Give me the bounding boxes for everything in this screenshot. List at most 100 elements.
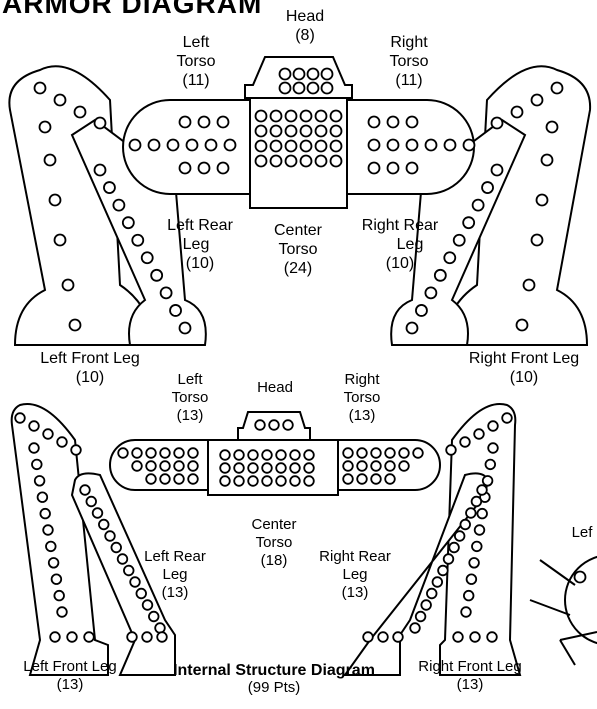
is-pip-right-torso[interactable] — [385, 448, 395, 458]
is-pip-right-torso[interactable] — [371, 448, 381, 458]
is-pip-right-front-leg[interactable] — [470, 632, 480, 642]
is-pip-right-rear-leg[interactable] — [427, 589, 437, 599]
is-pip-left-front-leg[interactable] — [29, 421, 39, 431]
is-pip-right-front-leg[interactable] — [487, 632, 497, 642]
armor-pip-right-torso[interactable] — [426, 140, 437, 151]
armor-pip-right-front-leg[interactable] — [542, 155, 553, 166]
armor-pip-right-torso[interactable] — [407, 140, 418, 151]
is-pip-center-torso[interactable] — [262, 450, 272, 460]
is-pip-left-rear-leg[interactable] — [127, 632, 137, 642]
is-pip-right-torso[interactable] — [413, 448, 423, 458]
is-pip-right-rear-leg[interactable] — [466, 508, 476, 518]
is-pip-left-front-leg[interactable] — [54, 591, 64, 601]
is-pip-left-rear-leg[interactable] — [124, 566, 134, 576]
armor-pip-left-torso[interactable] — [218, 163, 229, 174]
is-pip-left-rear-leg[interactable] — [149, 612, 159, 622]
armor-pip-right-torso[interactable] — [388, 163, 399, 174]
armor-pip-center-torso[interactable] — [301, 111, 312, 122]
is-pip-right-torso[interactable] — [343, 474, 353, 484]
armor-pip-left-torso[interactable] — [218, 117, 229, 128]
armor-pip-right-torso[interactable] — [369, 140, 380, 151]
armor-pip-left-rear-leg[interactable] — [132, 235, 143, 246]
is-pip-left-torso[interactable] — [132, 448, 142, 458]
is-pip-left-torso[interactable] — [174, 474, 184, 484]
is-pip-left-rear-leg[interactable] — [111, 543, 121, 553]
is-pip-left-front-leg[interactable] — [57, 607, 67, 617]
is-pip-center-torso[interactable] — [220, 476, 230, 486]
armor-pip-left-torso[interactable] — [225, 140, 236, 151]
armor-pip-center-torso[interactable] — [256, 156, 267, 167]
is-pip-left-rear-leg[interactable] — [93, 508, 103, 518]
is-pip-left-torso[interactable] — [160, 461, 170, 471]
armor-pip-left-front-leg[interactable] — [95, 118, 106, 129]
armor-pip-left-torso[interactable] — [180, 163, 191, 174]
armor-pip-center-torso[interactable] — [256, 141, 267, 152]
is-pip-right-front-leg[interactable] — [464, 591, 474, 601]
armor-pip-center-torso[interactable] — [271, 126, 282, 137]
armor-pip-right-front-leg[interactable] — [537, 195, 548, 206]
armor-pip-center-torso[interactable] — [286, 126, 297, 137]
armor-pip-head[interactable] — [322, 69, 333, 80]
armor-pip-left-front-leg[interactable] — [50, 195, 61, 206]
armor-pip-left-front-leg[interactable] — [45, 155, 56, 166]
is-pip-left-rear-leg[interactable] — [142, 632, 152, 642]
is-pip-right-rear-leg[interactable] — [393, 632, 403, 642]
is-pip-right-torso[interactable] — [399, 448, 409, 458]
is-pip-center-torso[interactable] — [276, 463, 286, 473]
is-pip-left-front-leg[interactable] — [50, 632, 60, 642]
armor-pip-left-rear-leg[interactable] — [113, 200, 124, 211]
is-pip-left-front-leg[interactable] — [32, 460, 42, 470]
is-pip-left-front-leg[interactable] — [43, 525, 53, 535]
is-pip-right-front-leg[interactable] — [453, 632, 463, 642]
is-pip-right-torso[interactable] — [371, 461, 381, 471]
armor-pip-left-rear-leg[interactable] — [180, 323, 191, 334]
armor-pip-left-rear-leg[interactable] — [161, 287, 172, 298]
armor-pip-left-torso[interactable] — [130, 140, 141, 151]
is-pip-right-front-leg[interactable] — [486, 460, 496, 470]
armor-pip-left-front-leg[interactable] — [35, 83, 46, 94]
armor-pip-center-torso[interactable] — [316, 126, 327, 137]
is-pip-left-torso[interactable] — [174, 461, 184, 471]
is-pip-left-front-leg[interactable] — [49, 558, 59, 568]
armor-pip-left-torso[interactable] — [149, 140, 160, 151]
is-pip-right-front-leg[interactable] — [475, 525, 485, 535]
is-pip-left-torso[interactable] — [146, 448, 156, 458]
armor-pip-center-torso[interactable] — [271, 141, 282, 152]
is-pip-right-front-leg[interactable] — [469, 558, 479, 568]
is-pip-left-torso[interactable] — [160, 474, 170, 484]
armor-pip-right-torso[interactable] — [369, 163, 380, 174]
armor-pip-left-front-leg[interactable] — [63, 280, 74, 291]
is-pip-left-torso[interactable] — [118, 448, 128, 458]
armor-pip-left-front-leg[interactable] — [55, 235, 66, 246]
is-pip-right-front-leg[interactable] — [467, 574, 477, 584]
armor-pip-left-front-leg[interactable] — [75, 107, 86, 118]
is-pip-center-torso[interactable] — [220, 463, 230, 473]
is-pip-right-rear-leg[interactable] — [416, 612, 426, 622]
armor-pip-center-torso[interactable] — [286, 111, 297, 122]
is-pip-right-rear-leg[interactable] — [477, 485, 487, 495]
armor-pip-left-rear-leg[interactable] — [151, 270, 162, 281]
armor-pip-left-front-leg[interactable] — [40, 122, 51, 133]
is-pip-left-front-leg[interactable] — [29, 443, 39, 453]
armor-pip-center-torso[interactable] — [331, 141, 342, 152]
is-pip-left-torso[interactable] — [160, 448, 170, 458]
is-pip-right-front-leg[interactable] — [502, 413, 512, 423]
is-pip-right-rear-leg[interactable] — [421, 600, 431, 610]
is-pip-right-torso[interactable] — [357, 461, 367, 471]
armor-pip-left-rear-leg[interactable] — [170, 305, 181, 316]
armor-pip-head[interactable] — [294, 83, 305, 94]
armor-pip-center-torso[interactable] — [301, 126, 312, 137]
armor-pip-right-front-leg[interactable] — [524, 280, 535, 291]
armor-pip-right-front-leg[interactable] — [517, 320, 528, 331]
armor-pip-center-torso[interactable] — [256, 126, 267, 137]
armor-pip-left-torso[interactable] — [168, 140, 179, 151]
is-pip-right-rear-leg[interactable] — [410, 623, 420, 633]
is-pip-head[interactable] — [283, 420, 293, 430]
armor-pip-right-front-leg[interactable] — [552, 83, 563, 94]
armor-pip-head[interactable] — [280, 83, 291, 94]
is-pip-center-torso[interactable] — [290, 463, 300, 473]
armor-pip-center-torso[interactable] — [256, 111, 267, 122]
armor-pip-head[interactable] — [294, 69, 305, 80]
is-pip-center-torso[interactable] — [234, 450, 244, 460]
is-pip-right-torso[interactable] — [343, 461, 353, 471]
